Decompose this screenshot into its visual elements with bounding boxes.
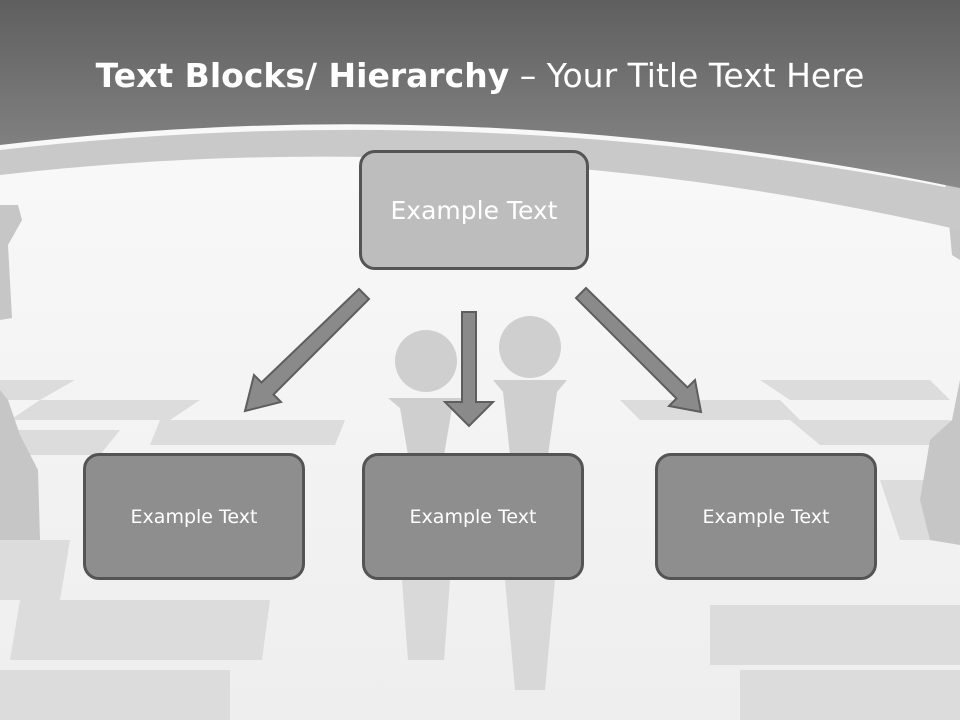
title-rest: Your Title Text Here (546, 56, 865, 95)
header-band (0, 0, 960, 188)
chessboard-left (0, 380, 345, 720)
chessboard-right (620, 380, 960, 720)
header-curve-light (0, 129, 960, 230)
pawn-silhouettes (388, 316, 567, 690)
child-node-label: Example Text (702, 505, 830, 528)
arrow-middle (442, 311, 496, 428)
child-node-label: Example Text (130, 505, 258, 528)
top-node-label: Example Text (390, 195, 558, 225)
arrow-left (243, 287, 371, 413)
child-node-middle: Example Text (362, 453, 584, 580)
child-node-left: Example Text (83, 453, 305, 580)
slide-title: Text Blocks/ Hierarchy – Your Title Text… (0, 52, 960, 100)
child-node-label: Example Text (409, 505, 537, 528)
title-bold: Text Blocks/ Hierarchy (95, 56, 510, 95)
top-node-box: Example Text (359, 150, 589, 270)
title-separator: – (509, 56, 547, 95)
child-node-right: Example Text (655, 453, 877, 580)
arrow-right (574, 286, 703, 414)
